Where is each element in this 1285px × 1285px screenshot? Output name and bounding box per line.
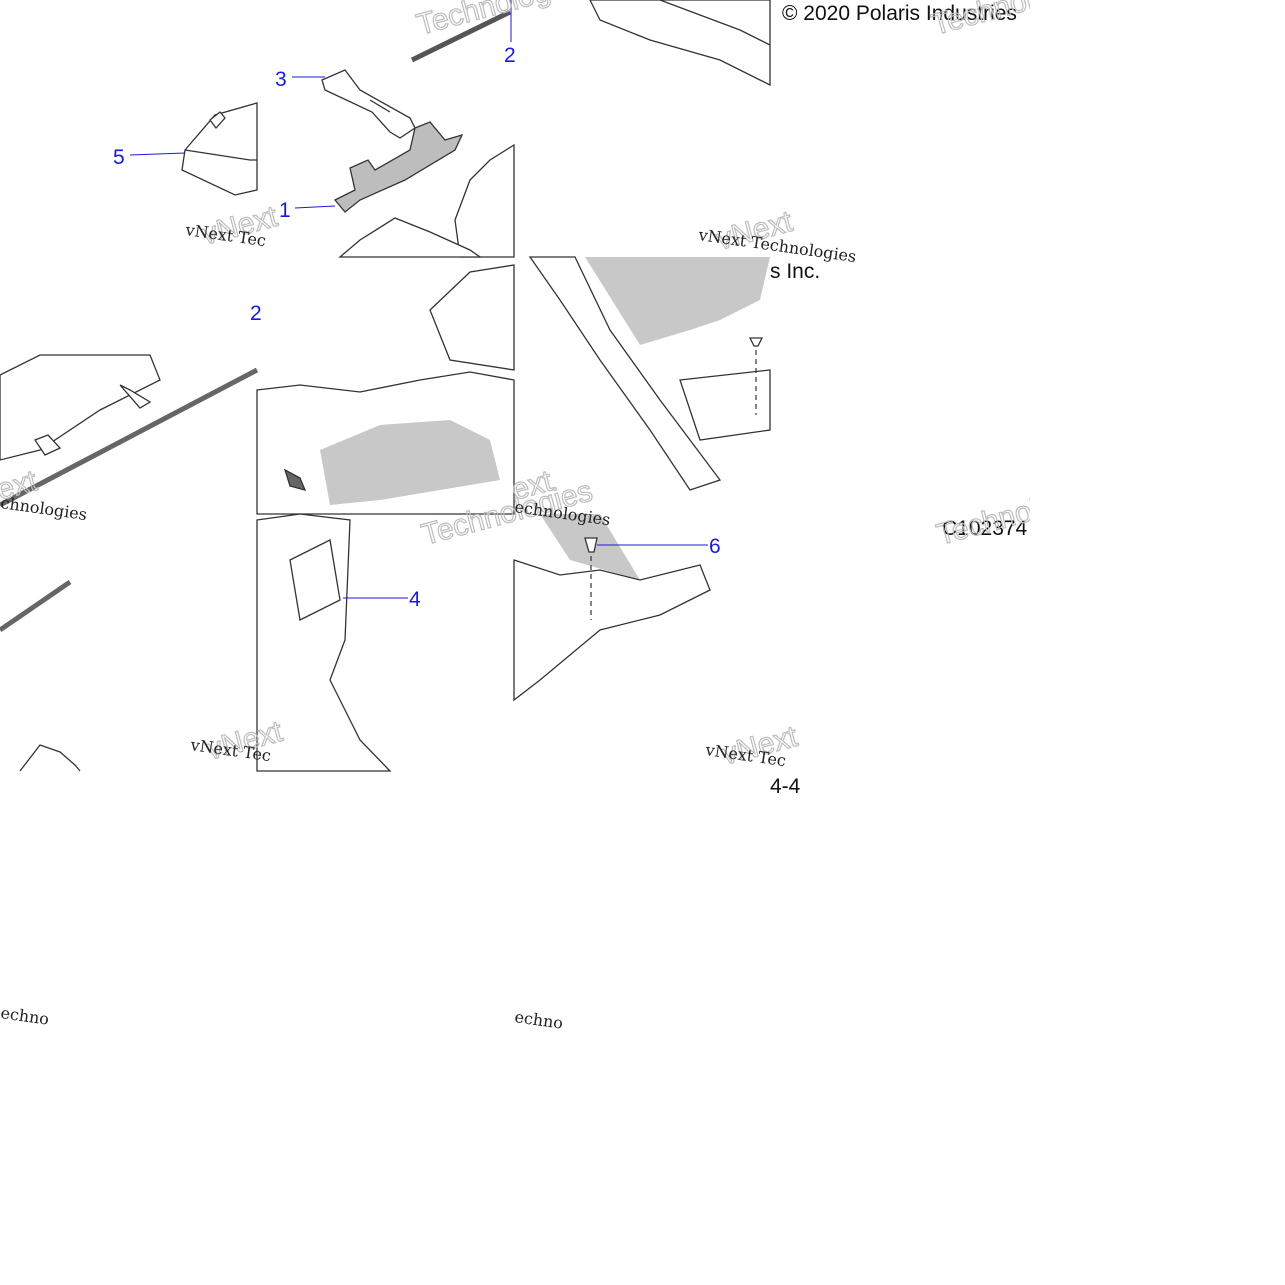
chassis-frame-top: [338, 143, 515, 258]
bolt-upper: [748, 337, 764, 415]
watermark-outline-1: Technologies: [413, 0, 591, 42]
part-4-panel: [256, 513, 392, 772]
leader-1: [294, 205, 336, 209]
blank-region-bottom: [0, 1030, 1285, 1285]
figure-code: C102374: [942, 517, 1028, 540]
copyright-text: © 2020 Polaris Industries: [782, 2, 1017, 25]
partial-sketch: [19, 744, 81, 772]
callout-3: 3: [275, 68, 287, 91]
leader-5: [129, 152, 186, 156]
watermark-script-7: echno: [0, 1003, 50, 1029]
body-panel-top: [589, 0, 771, 87]
callout-6: 6: [709, 535, 721, 558]
watermark-script-5: chnologies: [0, 493, 88, 524]
callout-4: 4: [409, 588, 421, 611]
callout-5: 5: [113, 146, 125, 169]
fender-assembly: [256, 264, 515, 515]
copyright-tail: s Inc.: [770, 260, 820, 283]
frame-rail: [528, 256, 771, 491]
watermark-script-8: echno: [513, 1007, 564, 1033]
part-1-plate: [333, 121, 464, 213]
part-2-cover-left: [0, 354, 161, 461]
bolt-lower: [584, 537, 598, 620]
part-3-strap: [321, 69, 416, 139]
page-fragment: 4-4: [770, 775, 801, 798]
callout-2: 2: [504, 44, 516, 67]
part-5-bracket: [181, 102, 258, 196]
rod-2-top: [410, 9, 512, 63]
rod-2-left: [0, 367, 259, 508]
callout-1: 1: [279, 199, 291, 222]
callout-2-partial: 2: [250, 302, 262, 325]
floor-panel: [513, 514, 711, 702]
rod-2-lower: [0, 579, 72, 633]
